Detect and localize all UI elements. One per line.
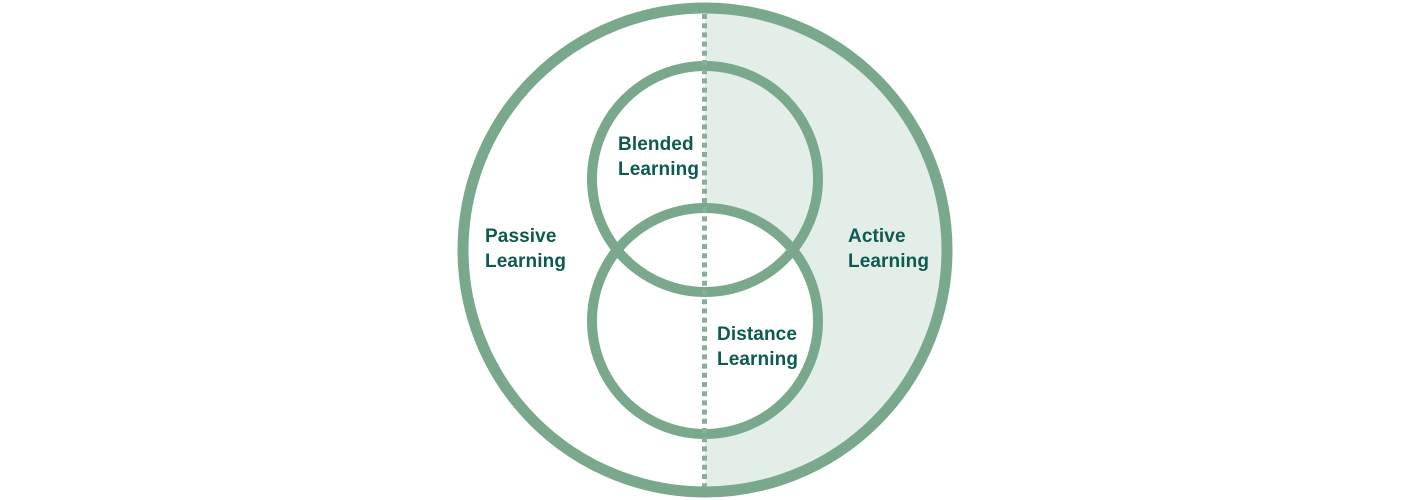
passive-learning-label: Passive Learning — [485, 226, 567, 272]
distance-learning-label: Distance Learning — [717, 324, 799, 370]
blended-learning-label: Blended Learning — [618, 134, 700, 180]
active-learning-label: Active Learning — [848, 226, 930, 272]
outer-circle — [457, 2, 953, 498]
